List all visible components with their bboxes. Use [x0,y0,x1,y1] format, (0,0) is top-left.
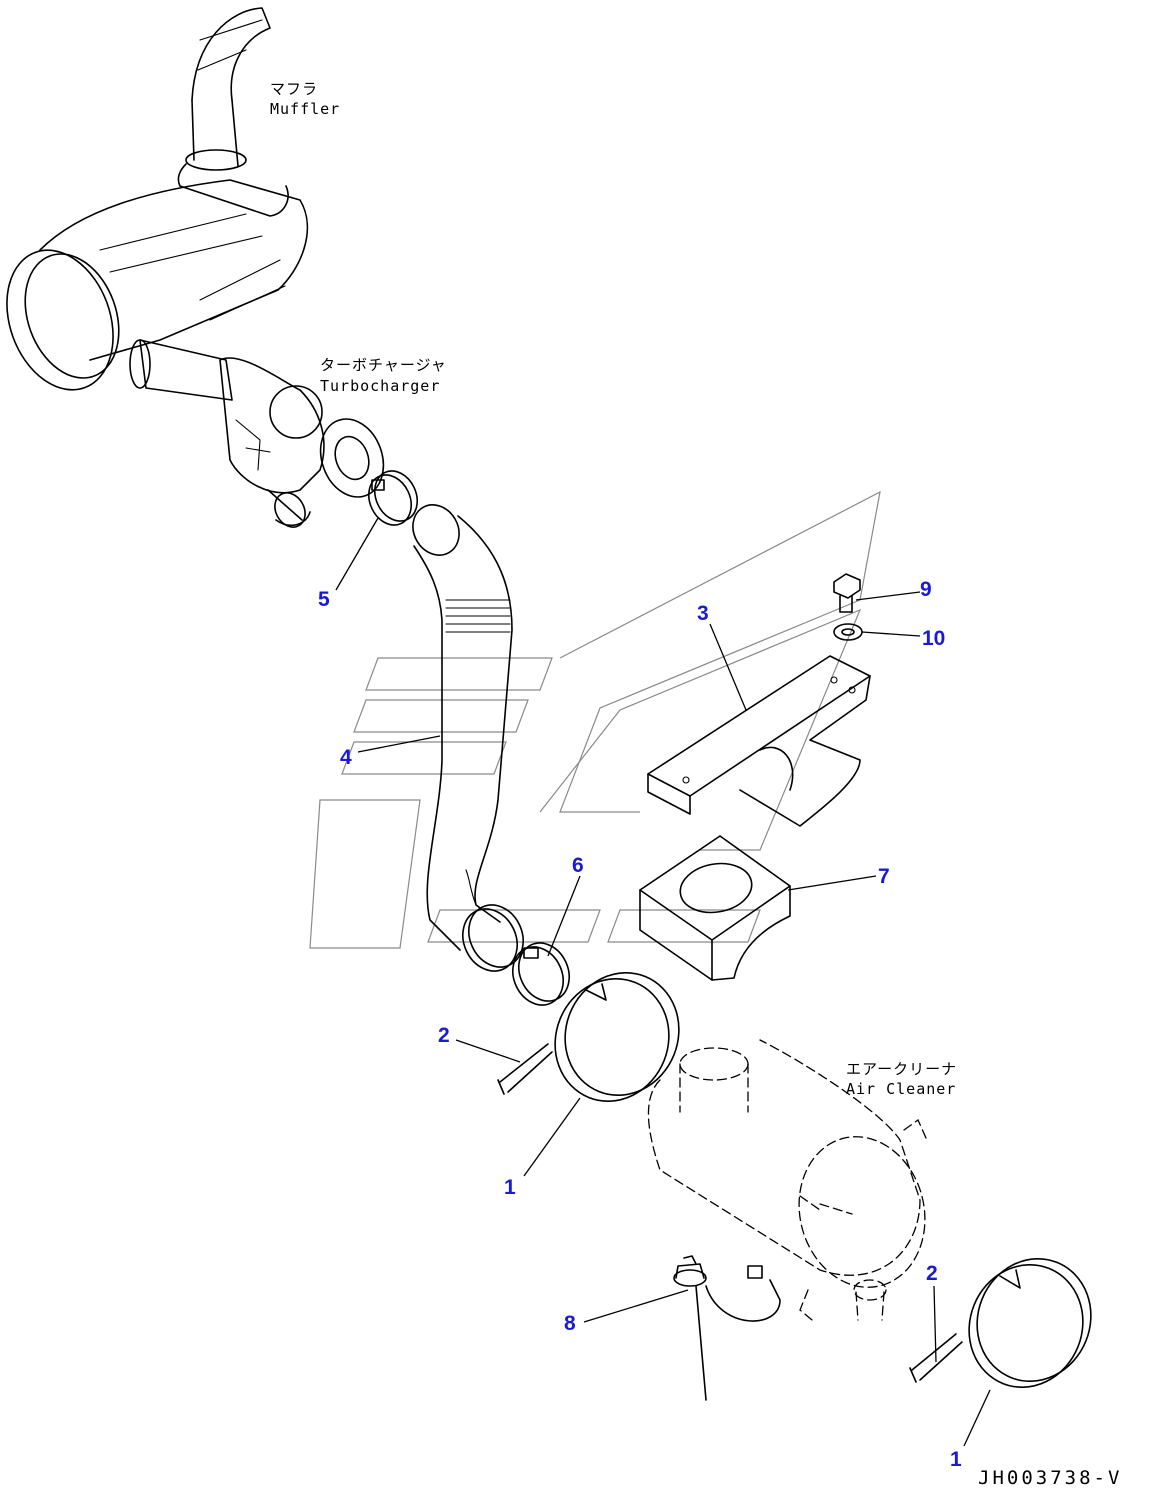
turbocharger-label-en: Turbocharger [320,377,440,395]
turbocharger-illustration [129,339,385,528]
part-3-bracket [647,655,871,827]
air-cleaner-label-ja: エアークリーナ [846,1060,957,1078]
part-2-bolt-upper [497,1043,553,1095]
drawing-code: JH003738-V [978,1467,1122,1489]
part-7-rubber-pad [639,835,791,981]
part-9-bolt [833,573,861,613]
callout-6: 6 [572,854,584,877]
watermark-logo [309,490,881,949]
part-6-hose-clamp [462,904,570,1006]
part-4-intake-hose [412,504,513,951]
part-2-bolt-lower [909,1333,963,1383]
callout-8: 8 [564,1312,576,1335]
part-5-hose-clamp [368,470,418,526]
part-8-sensor [673,1255,781,1401]
callout-10: 10 [922,627,945,650]
part-1-band-lower [968,1258,1092,1388]
muffler-illustration [6,7,309,391]
callout-5: 5 [318,588,330,611]
part-1-band-upper [554,972,680,1102]
callout-1-upper: 1 [504,1176,516,1199]
callout-4: 4 [340,746,352,769]
muffler-label-ja: マフラ [270,80,318,98]
callout-3: 3 [697,602,709,625]
leader-lines [335,517,991,1447]
air-cleaner-illustration [647,1039,927,1321]
callout-7: 7 [878,865,890,888]
muffler-label-en: Muffler [270,100,340,118]
turbocharger-label-ja: ターボチャージャ [320,356,447,374]
callout-1-lower: 1 [950,1448,962,1471]
callout-2-upper: 2 [438,1024,450,1047]
callout-9: 9 [920,578,932,601]
callout-2-lower: 2 [926,1262,938,1285]
air-cleaner-label-en: Air Cleaner [846,1080,956,1098]
